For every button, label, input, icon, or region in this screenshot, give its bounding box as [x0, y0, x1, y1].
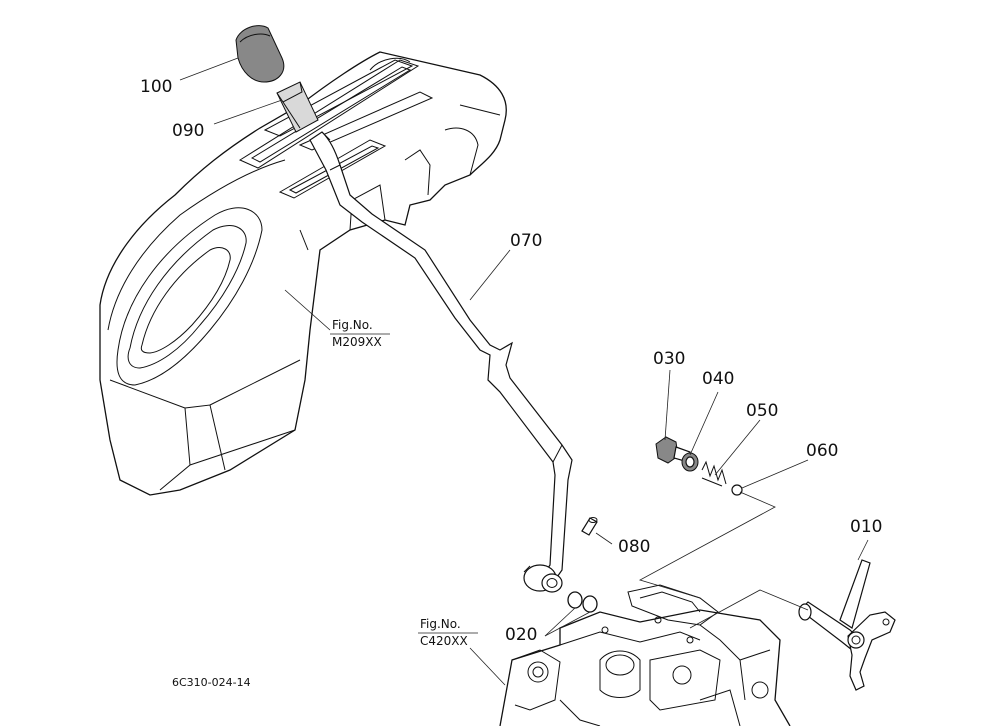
- label-part-060: 060: [806, 441, 838, 461]
- assembly-guide-lines: [638, 491, 809, 629]
- label-part-070: 070: [510, 231, 542, 251]
- label-part-040: 040: [702, 369, 734, 389]
- lever-rod-drawing: [309, 131, 573, 593]
- spring-drawing: [701, 460, 727, 487]
- label-part-090: 090: [172, 121, 204, 141]
- ref-fig-m209-line2: M209XX: [332, 335, 382, 349]
- ball-drawing: [731, 484, 743, 496]
- ref-fig-c420-line1: Fig.No.: [420, 617, 461, 631]
- o-rings-drawing: [567, 591, 598, 613]
- ref-fig-m209-line1: Fig.No.: [332, 318, 373, 332]
- label-part-020: 020: [505, 625, 537, 645]
- label-part-010: 010: [850, 517, 882, 537]
- leader-lines: [179, 57, 869, 686]
- grip-drawing: [276, 81, 319, 133]
- transmission-case-drawing: [499, 584, 791, 726]
- washer-drawing: [681, 452, 699, 472]
- label-part-050: 050: [746, 401, 778, 421]
- label-part-030: 030: [653, 349, 685, 369]
- knob-drawing: [235, 25, 285, 83]
- ref-fig-c420-line2: C420XX: [420, 634, 468, 648]
- label-part-100: 100: [140, 77, 172, 97]
- pin-drawing: [581, 517, 598, 536]
- label-part-080: 080: [618, 537, 650, 557]
- drawing-code: 6C310-024-14: [172, 676, 251, 689]
- part-labels: 100 090 070 030 040 050 060 080 010 020 …: [140, 77, 882, 689]
- shift-arm-drawing: [798, 559, 896, 691]
- fender-drawing: [99, 51, 507, 496]
